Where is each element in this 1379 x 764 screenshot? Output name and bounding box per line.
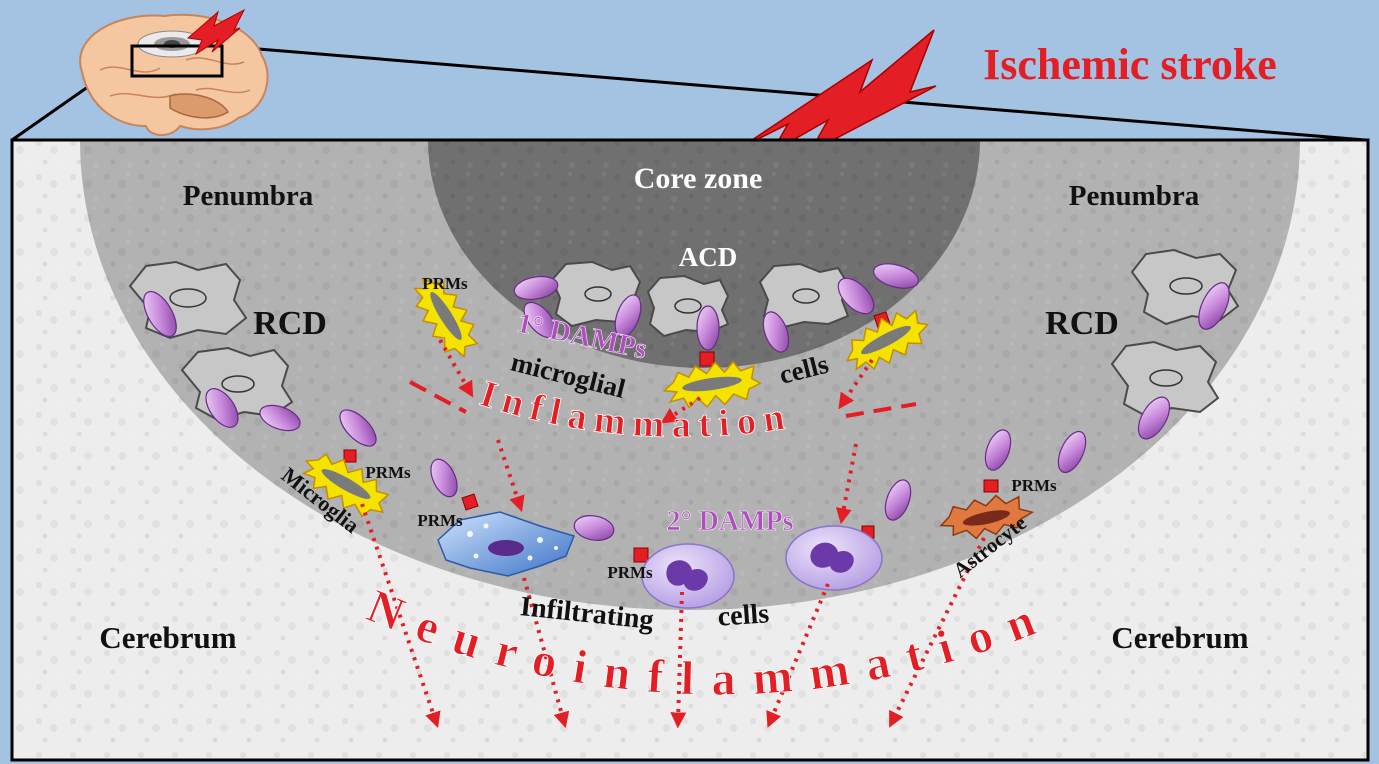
damp-molecule [1198, 282, 1230, 330]
damp-molecule [1057, 430, 1087, 474]
flow-arrow [438, 339, 474, 398]
microglia-cell [301, 453, 390, 518]
receptor-icon [983, 479, 999, 493]
brain-icon [79, 13, 269, 136]
prms-label: PRMs [1011, 476, 1057, 495]
title: Ischemic stroke [983, 40, 1277, 89]
projection-line-right [221, 44, 1366, 142]
damp-molecule [513, 275, 559, 301]
damp-molecule [259, 404, 301, 432]
microglia-cell [845, 309, 930, 372]
damp-molecule [984, 429, 1012, 471]
inflammation-dash-right [845, 402, 917, 418]
acd-label: ACD [679, 242, 738, 272]
flow-arrow [360, 503, 441, 729]
receptor-icon [633, 547, 649, 563]
receptor-icon [699, 351, 715, 367]
secondary-damps-label: 2° DAMPs [666, 506, 793, 537]
damp-molecule [523, 301, 557, 339]
prms-label: PRMs [417, 511, 463, 530]
damp-molecule [837, 277, 875, 315]
damp-molecule [573, 515, 615, 541]
damp-molecule [696, 305, 720, 351]
flow-arrow [660, 396, 702, 424]
flow-arrow [496, 439, 525, 513]
prms-label: PRMs [422, 274, 468, 293]
damp-molecule [205, 388, 239, 428]
receptor-icon [461, 493, 479, 511]
dead-cell [1110, 340, 1220, 418]
infiltrating-cell [437, 511, 576, 577]
damp-molecule [430, 458, 458, 498]
penumbra-label-right: Penumbra [1069, 180, 1200, 212]
microglia-cell [662, 360, 762, 409]
flow-arrow [670, 591, 687, 729]
astrocyte-cell [939, 494, 1035, 540]
rcd-label-left: RCD [253, 305, 327, 342]
flow-arrow [889, 537, 986, 728]
prms-label: PRMs [607, 563, 653, 582]
leukocyte-cell [641, 543, 735, 609]
lightning-bolt-icon [186, 8, 246, 56]
cells-label-bottom: cells [717, 598, 770, 633]
microglia-cell [412, 277, 479, 358]
damp-molecule [1137, 396, 1171, 440]
penumbra-label-left: Penumbra [183, 180, 314, 212]
inflammation-dash-left [409, 380, 467, 414]
flow-arrow [766, 583, 830, 728]
core-zone-label: Core zone [634, 162, 763, 195]
prms-label: PRMs [365, 463, 411, 482]
damp-molecule [143, 290, 177, 338]
damp-molecule [762, 311, 790, 353]
flow-arrow [522, 577, 570, 729]
damp-molecule [614, 294, 642, 338]
cerebrum-label-right: Cerebrum [1111, 620, 1248, 655]
damp-molecule [339, 409, 377, 447]
damp-molecule [873, 263, 919, 289]
zoom-box [10, 138, 1370, 762]
leukocyte-cell [785, 525, 883, 591]
cerebrum-label-left: Cerebrum [99, 620, 236, 655]
receptor-icon [343, 449, 357, 463]
damp-molecule [884, 479, 912, 521]
flow-arrow [835, 443, 858, 525]
rcd-label-right: RCD [1045, 305, 1119, 342]
